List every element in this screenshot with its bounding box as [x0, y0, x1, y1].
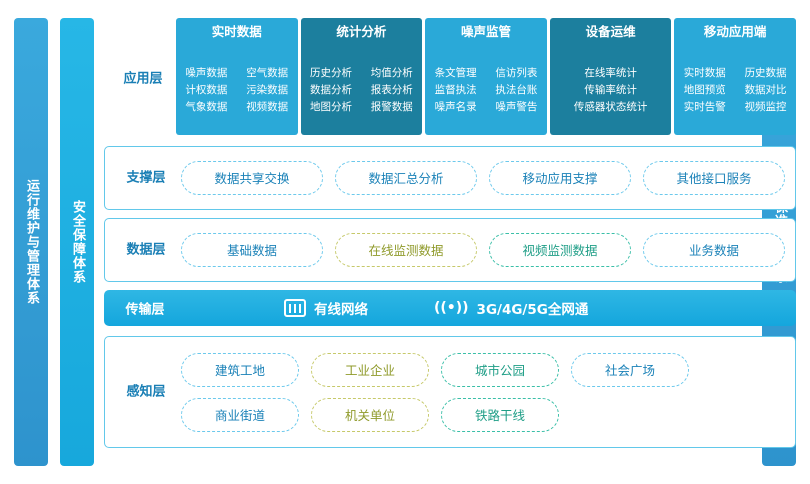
layer-transport-label: 传输层 [125, 302, 165, 318]
application-column-title: 实时数据 [211, 24, 262, 39]
application-item[interactable]: 执法台账 [495, 83, 538, 96]
sense-item[interactable]: 建筑工地 [181, 352, 299, 387]
application-item[interactable]: 实时数据 [683, 66, 726, 79]
sense-row: 商业街道机关单位铁路干线 [181, 397, 785, 432]
sense-items: 建筑工地工业企业城市公园社会广场商业街道机关单位铁路干线 [181, 347, 785, 437]
sense-item[interactable]: 机关单位 [311, 397, 429, 432]
application-item[interactable]: 条文管理 [434, 66, 477, 79]
application-column-title: 噪声监管 [460, 24, 511, 39]
data-item[interactable]: 业务数据 [643, 233, 785, 267]
application-columns: 实时数据噪声数据空气数据计权数据污染数据气象数据视频数据统计分析历史分析均值分析… [176, 18, 796, 135]
application-column-items: 条文管理 信访列表监督执法 执法台账噪声名录 噪声警告 [425, 45, 547, 135]
layer-support: 支撑层 数据共享交换数据汇总分析移动应用支撑其他接口服务 [104, 146, 796, 210]
application-column-items: 噪声数据 空气数据计权数据 污染数据气象数据 视频数据 [176, 45, 298, 135]
layer-sense: 感知层 建筑工地工业企业城市公园社会广场商业街道机关单位铁路干线 [104, 336, 796, 448]
application-item[interactable]: 气象数据 [185, 100, 228, 113]
sense-item[interactable]: 工业企业 [311, 352, 429, 387]
application-column: 实时数据噪声数据 空气数据计权数据 污染数据气象数据 视频数据 [176, 18, 298, 135]
sense-item[interactable]: 城市公园 [441, 352, 559, 387]
application-item[interactable]: 在线率统计 [584, 66, 637, 79]
data-item[interactable]: 视频监测数据 [489, 233, 631, 267]
application-item[interactable]: 地图分析 [309, 100, 352, 113]
support-item[interactable]: 数据共享交换 [181, 161, 323, 195]
application-column: 移动应用端实时数据 历史数据地图预览 数据对比实时告警 视频监控 [674, 18, 796, 135]
layer-transport: 传输层 有线网络 ((•)) 3G/4G/5G全网通 [104, 290, 796, 326]
application-item[interactable]: 污染数据 [246, 83, 289, 96]
application-item[interactable]: 传感器状态统计 [573, 100, 648, 113]
layer-data: 数据层 基础数据在线监测数据视频监测数据业务数据 [104, 218, 796, 282]
data-item[interactable]: 基础数据 [181, 233, 323, 267]
application-item[interactable]: 空气数据 [246, 66, 289, 79]
sense-item[interactable]: 铁路干线 [441, 397, 559, 432]
support-item[interactable]: 移动应用支撑 [489, 161, 631, 195]
side-bar-operations-label: 运行维护与管理体系 [24, 179, 39, 305]
application-column-title: 统计分析 [336, 24, 387, 39]
application-item[interactable]: 数据对比 [744, 83, 787, 96]
application-item[interactable]: 噪声名录 [434, 100, 477, 113]
data-item[interactable]: 在线监测数据 [335, 233, 477, 267]
transport-items: 有线网络 ((•)) 3G/4G/5G全网通 [284, 290, 588, 326]
sense-row: 建筑工地工业企业城市公园社会广场 [181, 352, 785, 387]
application-item[interactable]: 报表分析 [370, 83, 413, 96]
application-item[interactable]: 视频数据 [246, 100, 289, 113]
application-column: 噪声监管条文管理 信访列表监督执法 执法台账噪声名录 噪声警告 [425, 18, 547, 135]
transport-item-wired: 有线网络 [284, 298, 368, 318]
layer-support-label: 支撑层 [126, 170, 166, 186]
side-bar-security: 安全保障体系 [60, 18, 94, 466]
application-item[interactable]: 计权数据 [185, 83, 228, 96]
transport-item-wired-label: 有线网络 [314, 302, 368, 318]
application-item[interactable]: 地图预览 [683, 83, 726, 96]
support-item[interactable]: 数据汇总分析 [335, 161, 477, 195]
application-column-items: 实时数据 历史数据地图预览 数据对比实时告警 视频监控 [674, 45, 796, 135]
application-item[interactable]: 历史数据 [744, 66, 787, 79]
data-items: 基础数据在线监测数据视频监测数据业务数据 [181, 233, 785, 267]
application-item[interactable]: 噪声警告 [495, 100, 538, 113]
application-column: 统计分析历史分析 均值分析数据分析 报表分析地图分析 报警数据 [300, 18, 423, 135]
application-column-title: 设备运维 [585, 24, 636, 39]
layer-application-label: 应用层 [123, 71, 163, 86]
application-column-items: 历史分析 均值分析数据分析 报表分析地图分析 报警数据 [301, 45, 423, 135]
transport-item-wireless: ((•)) 3G/4G/5G全网通 [434, 298, 588, 318]
wired-network-icon [284, 299, 306, 317]
application-column-title: 移动应用端 [703, 24, 767, 39]
application-item[interactable]: 数据分析 [309, 83, 352, 96]
support-items: 数据共享交换数据汇总分析移动应用支撑其他接口服务 [181, 161, 785, 195]
application-item[interactable]: 信访列表 [495, 66, 538, 79]
application-column-items: 在线率统计传输率统计传感器状态统计 [550, 45, 672, 135]
support-item[interactable]: 其他接口服务 [643, 161, 785, 195]
layer-application: 应用层 实时数据噪声数据空气数据计权数据污染数据气象数据视频数据统计分析历史分析… [104, 18, 796, 135]
layers-stack: 应用层 实时数据噪声数据空气数据计权数据污染数据气象数据视频数据统计分析历史分析… [104, 18, 796, 466]
sense-item[interactable]: 社会广场 [571, 352, 689, 387]
application-column: 设备运维在线率统计传输率统计传感器状态统计 [549, 18, 672, 135]
sense-item[interactable]: 商业街道 [181, 397, 299, 432]
application-item[interactable]: 实时告警 [683, 100, 726, 113]
application-item[interactable]: 报警数据 [370, 100, 413, 113]
application-item[interactable]: 传输率统计 [584, 83, 637, 96]
transport-item-wireless-label: 3G/4G/5G全网通 [476, 302, 589, 318]
application-item[interactable]: 监督执法 [434, 83, 477, 96]
application-item[interactable]: 历史分析 [309, 66, 352, 79]
wireless-signal-icon: ((•)) [434, 300, 469, 316]
side-bar-security-label: 安全保障体系 [70, 200, 85, 284]
application-item[interactable]: 噪声数据 [185, 66, 228, 79]
application-item[interactable]: 均值分析 [370, 66, 413, 79]
side-bar-operations: 运行维护与管理体系 [14, 18, 48, 466]
layer-data-label: 数据层 [126, 242, 166, 258]
application-item[interactable]: 视频监控 [744, 100, 787, 113]
layer-sense-label: 感知层 [126, 384, 166, 400]
